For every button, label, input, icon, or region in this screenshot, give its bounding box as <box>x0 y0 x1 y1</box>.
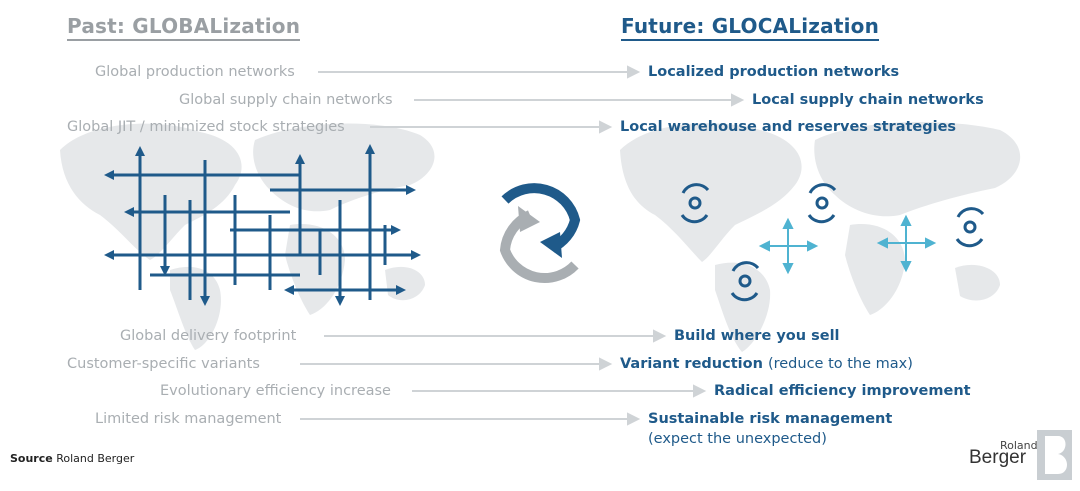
logo-text-berger: Berger <box>969 447 1027 468</box>
left-label: Global production networks <box>95 64 295 80</box>
world-map-icon <box>60 123 435 350</box>
source-line: Source Roland Berger <box>10 452 134 465</box>
source-text: Roland Berger <box>56 452 135 465</box>
left-label: Limited risk management <box>95 411 282 427</box>
transition-cycle-icon <box>499 183 581 283</box>
right-label: Localized production networks <box>648 64 900 80</box>
right-label: Variant reduction <box>620 356 763 372</box>
right-label: Local supply chain networks <box>752 92 984 108</box>
right-label: Local warehouse and reserves strategies <box>620 119 957 135</box>
local-cycle-icon <box>680 183 985 302</box>
right-note: (expect the unexpected) <box>648 431 827 447</box>
world-map-icon <box>620 121 1021 352</box>
past-title: Past: GLOBALization <box>67 14 301 41</box>
logo-text-roland: Roland <box>1000 439 1038 452</box>
right-label-with-note: Variant reduction (reduce to the max) <box>620 356 913 372</box>
left-label: Global supply chain networks <box>179 92 393 108</box>
left-label: Global JIT / minimized stock strategies <box>67 119 345 135</box>
logo-mark <box>1037 430 1072 480</box>
left-label: Evolutionary efficiency increase <box>160 383 391 399</box>
right-label: Sustainable risk management <box>648 411 893 427</box>
arrowheads <box>104 144 421 306</box>
right-note: (reduce to the max) <box>767 356 913 372</box>
right-label: Radical efficiency improvement <box>714 383 971 399</box>
spread-arrows-icon <box>758 214 937 275</box>
source-label: Source <box>10 452 53 465</box>
global-network-arrows-icon <box>110 150 415 300</box>
row-arrows <box>300 65 745 426</box>
left-label: Customer-specific variants <box>67 356 260 372</box>
right-label: Build where you sell <box>674 328 840 344</box>
future-title: Future: GLOCALization <box>621 14 880 41</box>
left-label: Global delivery footprint <box>120 328 297 344</box>
